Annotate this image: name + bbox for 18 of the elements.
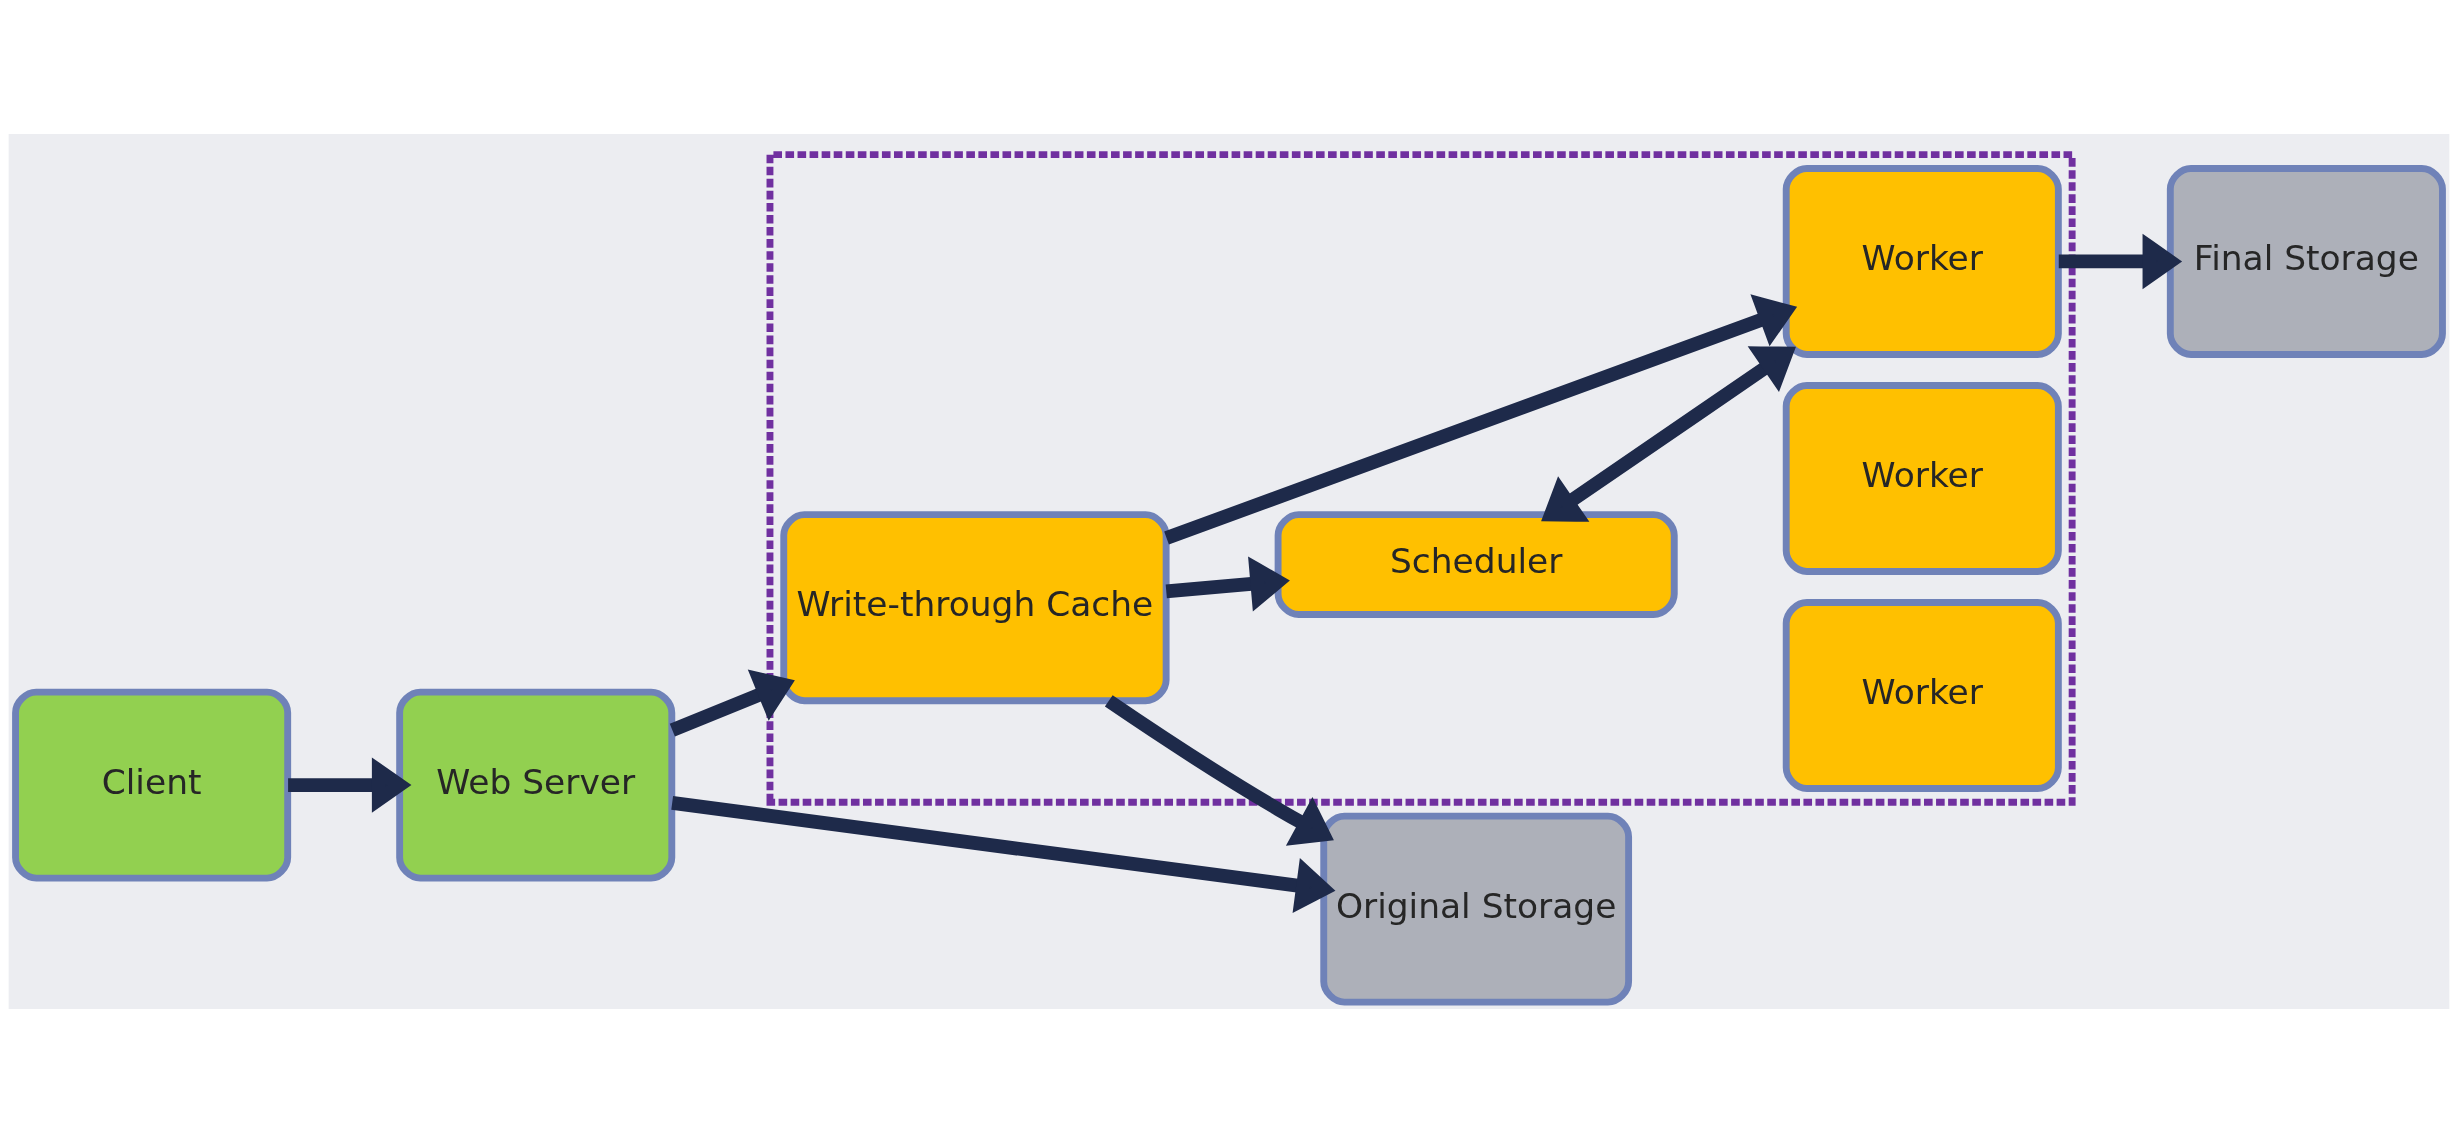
cluster (766, 151, 2076, 806)
node-box: Final Storage (2166, 165, 2446, 358)
node-box: Worker (1782, 382, 2062, 575)
arrow (288, 757, 412, 813)
node-box: Web Server (396, 688, 676, 882)
arrow (1541, 346, 1796, 522)
arrow (1164, 294, 1798, 545)
node-box: Worker (1782, 599, 2062, 792)
arrow (669, 669, 795, 737)
arrow (2058, 233, 2183, 290)
node-box: Original Storage (1320, 812, 1633, 1006)
node-box: Worker (1782, 165, 2062, 358)
node-box: Scheduler (1274, 511, 1678, 618)
arrow (1104, 695, 1334, 846)
node-box: Client (12, 688, 292, 882)
node-box: Write-through Cache (780, 511, 1170, 705)
arrow (1165, 556, 1290, 612)
arrow (671, 796, 1336, 913)
